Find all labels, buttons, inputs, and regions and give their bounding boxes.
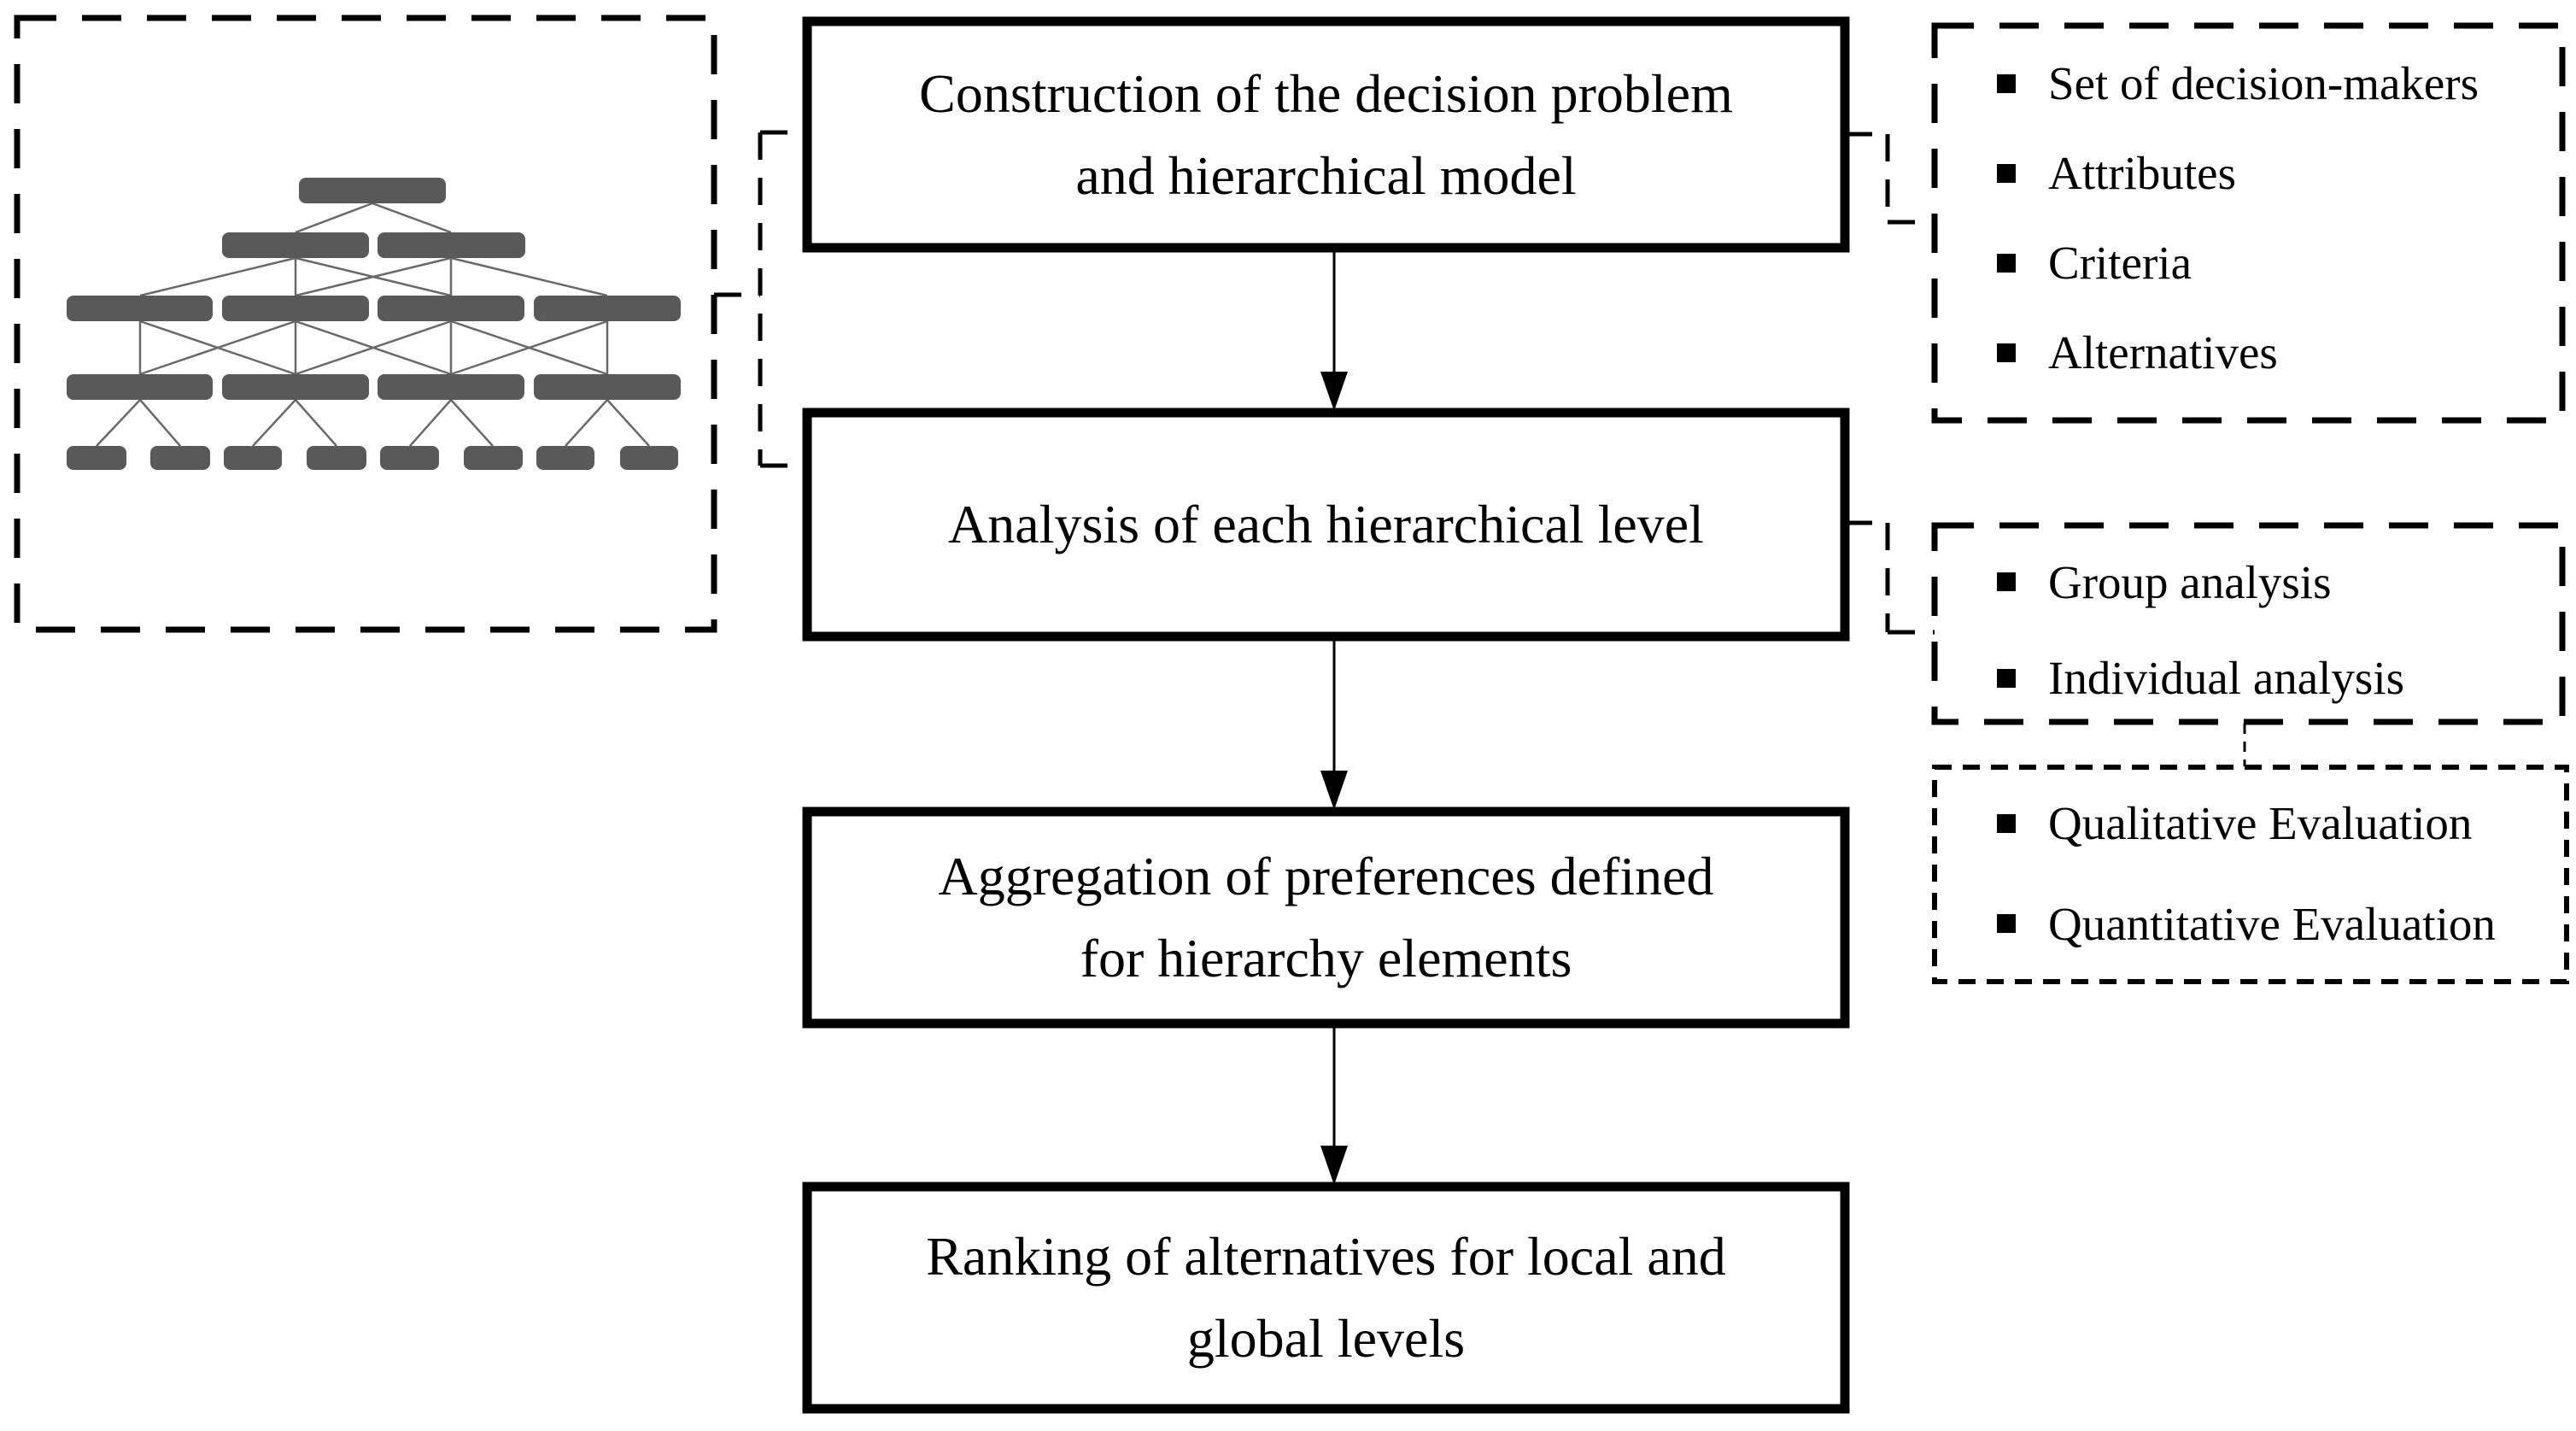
side-box-problem-elements-border — [1931, 22, 2566, 424]
flow-box-ranking-border — [802, 1182, 1850, 1414]
list-item-label: Criteria — [2048, 237, 2192, 289]
flow-box-aggregation-line2: for hierarchy elements — [1080, 928, 1572, 988]
list-item-label: Alternatives — [2048, 326, 2278, 378]
connector-panel-to-flow — [714, 130, 807, 468]
list-item: Alternatives — [1997, 325, 2554, 379]
side-box-evaluation-types-border — [1932, 765, 2569, 984]
hierarchy-tree-icon — [67, 178, 681, 470]
bullet-square-icon — [1997, 163, 2016, 183]
flow-box-construction-line1: Construction of the decision problem — [919, 62, 1733, 124]
list-item-label: Set of decision-makers — [2048, 57, 2479, 109]
list-item: Set of decision-makers — [1997, 56, 2554, 110]
hierarchy-panel-border — [14, 15, 717, 633]
arrow-construction-to-analysis — [1320, 249, 1348, 411]
bullet-square-icon — [1997, 668, 2016, 688]
list-item-label: Individual analysis — [2048, 652, 2405, 705]
flow-box-construction-line2: and hierarchical model — [1075, 144, 1577, 206]
side-list-analysis-types: Group analysis Individual analysis — [1956, 534, 2554, 726]
list-item-label: Qualitative Evaluation — [2048, 797, 2473, 850]
list-item-label: Group analysis — [2048, 555, 2332, 608]
arrow-aggregation-to-ranking — [1320, 1025, 1348, 1185]
connector-analysis-to-list — [1845, 520, 1935, 635]
flow-box-analysis: Analysis of each hierarchical level — [807, 413, 1845, 636]
dashed-connectors — [714, 130, 1935, 635]
hierarchy-tree-bars — [67, 178, 681, 470]
flow-arrows — [1320, 249, 1348, 1185]
flow-box-ranking: Ranking of alternatives for local and gl… — [807, 1187, 1845, 1409]
flow-box-aggregation-line1: Aggregation of preferences defined — [938, 846, 1714, 906]
bullet-square-icon — [1997, 73, 2016, 93]
list-item: Individual analysis — [1997, 651, 2554, 705]
list-item: Group analysis — [1997, 555, 2554, 609]
bullet-square-icon — [1997, 253, 2016, 273]
connector-construction-to-list — [1845, 132, 1935, 225]
flow-box-ranking-line2: global levels — [1186, 1308, 1466, 1369]
list-item: Attributes — [1997, 146, 2554, 200]
flow-box-aggregation: Aggregation of preferences defined for h… — [807, 812, 1845, 1023]
flow-box-construction-border — [802, 16, 1850, 253]
list-item: Quantitative Evaluation — [1997, 897, 2562, 951]
hierarchy-tree-lines — [96, 202, 650, 447]
bullet-square-icon — [1997, 914, 2016, 934]
flow-box-ranking-line1: Ranking of alternatives for local and — [926, 1226, 1726, 1287]
flow-box-aggregation-border — [802, 806, 1850, 1029]
side-list-evaluation-types: Qualitative Evaluation Quantitative Eval… — [1956, 773, 2562, 974]
bullet-square-icon — [1997, 572, 2016, 592]
bullet-square-icon — [1997, 343, 2016, 362]
bullet-square-icon — [1997, 813, 2016, 833]
list-item: Qualitative Evaluation — [1997, 796, 2562, 850]
flow-box-analysis-line1: Analysis of each hierarchical level — [948, 494, 1704, 554]
list-item-label: Attributes — [2048, 147, 2236, 199]
list-item: Criteria — [1997, 236, 2554, 290]
flow-box-construction: Construction of the decision problem and… — [807, 21, 1845, 248]
list-item-label: Quantitative Evaluation — [2048, 897, 2496, 950]
side-box-analysis-types-border — [1931, 522, 2566, 725]
arrow-analysis-to-aggregation — [1320, 638, 1348, 810]
side-list-problem-elements: Set of decision-makers Attributes Criter… — [1956, 38, 2554, 397]
